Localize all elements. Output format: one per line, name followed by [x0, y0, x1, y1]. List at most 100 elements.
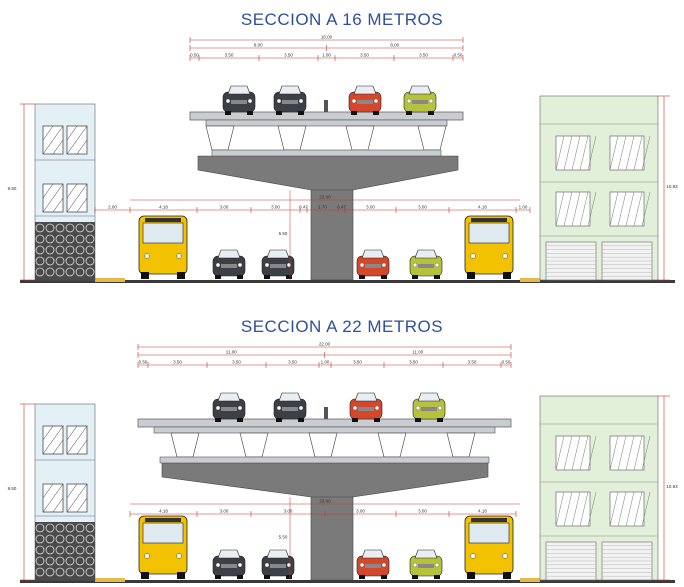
- street-dim-label: 4.18: [478, 205, 487, 210]
- sidewalk-right: [520, 278, 540, 282]
- wheel: [351, 111, 357, 115]
- lattice-ring: [45, 523, 55, 533]
- deck-half-dim-label: 8.00: [254, 43, 263, 48]
- lattice-ring: [55, 234, 65, 244]
- lattice-ring: [55, 567, 65, 577]
- window-hatch: [617, 135, 627, 171]
- wheel: [359, 575, 365, 579]
- lattice-ring: [75, 567, 85, 577]
- wheel: [467, 272, 475, 279]
- deck-lane-dim-label: 0.50: [502, 360, 511, 365]
- wheel: [503, 272, 511, 279]
- lattice-ring: [65, 545, 75, 555]
- lattice-ring: [45, 545, 55, 555]
- headlight: [176, 553, 182, 559]
- wheel: [225, 111, 231, 115]
- lattice-ring: [65, 567, 75, 577]
- wheel: [437, 418, 443, 422]
- wheel: [381, 275, 387, 279]
- wheel: [276, 111, 282, 115]
- car-grille: [357, 100, 373, 104]
- headlight: [406, 98, 412, 104]
- headlight: [286, 562, 292, 568]
- lattice-ring: [45, 245, 55, 255]
- car-windshield: [361, 249, 385, 259]
- headlight: [237, 405, 243, 411]
- window-hatch: [609, 435, 619, 471]
- wheel: [298, 418, 304, 422]
- street-dim-label: 3.00: [220, 509, 229, 514]
- street-dim-label: 4.18: [478, 509, 487, 514]
- headlight: [351, 98, 357, 104]
- deck-lane-dim-label: 3.50: [173, 360, 182, 365]
- lattice-ring: [65, 534, 75, 544]
- lattice-ring: [85, 223, 95, 233]
- wheel: [215, 575, 221, 579]
- median-barrier: [324, 407, 328, 419]
- window-hatch: [42, 425, 54, 441]
- deck-half-dim-label: 11.00: [226, 350, 237, 355]
- headlight: [415, 405, 421, 411]
- headlight: [237, 262, 243, 268]
- left-building-height: 9.50: [8, 186, 17, 191]
- ground-line: [20, 580, 675, 583]
- lattice-ring: [55, 267, 65, 277]
- car-windshield: [266, 249, 290, 259]
- lattice-ring: [85, 534, 95, 544]
- headlight: [434, 562, 440, 568]
- clearance-label: 5.50: [279, 535, 288, 540]
- window-hatch: [42, 183, 64, 213]
- headlight: [374, 405, 380, 411]
- window-hatch: [587, 191, 597, 227]
- headlight: [428, 98, 434, 104]
- car-grille: [270, 564, 286, 568]
- box-girder-cell: [377, 432, 407, 458]
- headlight: [502, 553, 508, 559]
- street-dim-label: 3.00: [366, 205, 375, 210]
- window-hatch: [587, 135, 597, 171]
- bus-windshield: [142, 522, 184, 544]
- bus-sign: [471, 518, 507, 522]
- lattice-ring: [45, 223, 55, 233]
- deck-lane-dim-label: 3.50: [232, 360, 241, 365]
- headlight: [215, 405, 221, 411]
- deck-bottom-flange: [205, 119, 448, 127]
- wheel: [381, 575, 387, 579]
- window-hatch: [555, 491, 565, 527]
- window: [555, 491, 591, 527]
- lattice-ring: [45, 556, 55, 566]
- window-hatch: [52, 439, 64, 455]
- deck-soffit: [211, 149, 442, 157]
- lattice-ring: [85, 545, 95, 555]
- lattice-ring: [75, 256, 85, 266]
- headlight: [381, 562, 387, 568]
- lattice-ring: [75, 534, 85, 544]
- lattice-ring: [35, 523, 45, 533]
- headlight: [412, 562, 418, 568]
- wheel: [141, 572, 149, 579]
- wheel: [286, 575, 292, 579]
- lattice-ring: [85, 256, 95, 266]
- lattice-ring: [35, 534, 45, 544]
- headlight: [298, 98, 304, 104]
- car-windshield: [354, 392, 378, 402]
- street-dim-label: 3.00: [220, 205, 229, 210]
- window-hatch: [52, 497, 64, 513]
- lattice-ring: [45, 256, 55, 266]
- window-hatch: [617, 435, 627, 471]
- window-hatch: [42, 425, 64, 455]
- lattice-ring: [55, 245, 65, 255]
- wheel: [412, 275, 418, 279]
- lattice-ring: [35, 223, 45, 233]
- window-hatch: [587, 435, 597, 471]
- window: [555, 435, 591, 471]
- lattice-ring: [35, 567, 45, 577]
- deck-lane-dim-label: 0.50: [454, 53, 463, 58]
- window-hatch: [563, 135, 573, 171]
- sidewalk-right: [520, 578, 540, 582]
- window-hatch: [633, 435, 643, 471]
- window-hatch: [66, 183, 88, 213]
- wheel: [276, 418, 282, 422]
- car-grille: [221, 264, 237, 268]
